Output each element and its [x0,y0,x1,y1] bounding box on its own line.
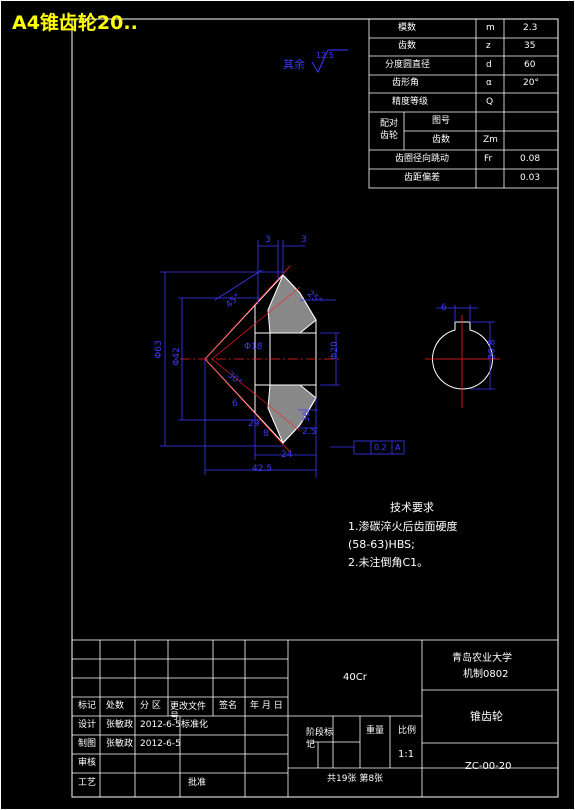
design-label: 设计 [78,720,97,730]
roughness-label: 其余 [283,58,305,71]
dimension-lines [160,240,340,478]
dim-label: Φ42 [171,347,182,366]
dim-label: 20.8 [487,339,498,360]
dim-label: 8 [263,429,269,439]
school-name: 青岛农业大学 [452,653,512,664]
param-sym: z [486,41,491,51]
side-view [425,305,500,408]
param-sym: Zm [483,135,498,145]
param-sym: Fr [484,154,493,164]
param-sym: Q [486,97,494,107]
rev-header: 分 区 [140,701,161,711]
runout-value: 0.2 [374,443,387,452]
rev-header: 年 月 日 [250,701,283,711]
dim-label: Φ18 [244,342,263,352]
material: 40Cr [343,672,367,683]
tech-line: 2.未注倒角C1。 [348,556,429,569]
param-val: 35 [524,41,536,51]
approve-label: 批准 [188,778,207,788]
tech-line: 1.渗碳淬火后齿面硬度 [348,520,458,533]
param-name: 齿距偏差 [404,173,441,183]
param-sym: α [486,78,492,88]
part-name: 锥齿轮 [470,710,503,723]
param-val: 2.3 [523,23,538,33]
dim-label: 6 [232,399,238,409]
dim-label: Φ20 [329,341,340,360]
sheet-count: 共19张 第8张 [327,774,384,784]
rev-header: 更改文件号 [170,702,207,722]
param-val: 0.08 [520,154,541,164]
drawer-name: 张敏政 [106,739,134,749]
drawing-title: A4锥齿轮20.. [12,12,138,34]
param-name: 齿形角 [392,78,420,88]
standardization-label: 标准化 [181,720,209,730]
class-name: 机制0802 [463,669,509,680]
draw-label: 制图 [78,739,97,749]
param-name: 齿圈径向跳动 [395,154,450,164]
pitch-cone-line-2 [204,358,291,453]
keyway-profile [432,321,493,390]
scale-label: 比例 [398,726,417,736]
designer-name: 张敏政 [106,720,134,730]
scale-value: 1:1 [398,749,415,760]
tech-line: (58-63)HBS; [348,538,415,551]
dim-label: 2.5 [302,427,317,437]
rev-header: 签名 [219,701,238,711]
datum-label: A [395,443,401,452]
param-val: 0.03 [520,173,541,183]
roughness-symbol [311,49,348,74]
rev-header: 处数 [106,701,125,711]
dim-label: 3 [265,235,271,245]
draw-date: 2012-6-5 [140,739,181,749]
pairing-label: 配对齿轮 [380,119,399,141]
stage-label: 阶段标记 [306,728,334,750]
design-date: 2012-6-5 [140,720,181,730]
title-block [71,639,559,798]
dim-label: 29 [248,419,260,429]
process-label: 工艺 [78,778,97,788]
param-sym: m [486,23,495,33]
drawing-number: ZC-00-20 [465,761,512,772]
param-name: 模数 [398,23,417,33]
param-val: 60 [524,60,536,70]
param-val: 20° [523,78,539,88]
dim-label: 3 [301,235,307,245]
gear-section-view [180,265,340,453]
weight-label: 重量 [366,726,385,736]
dim-label: 6 [441,303,447,313]
dim-label: 36 [302,410,313,423]
param-name: 精度等级 [392,97,429,107]
dim-label: 24 [281,450,293,460]
param-sym: d [486,60,492,70]
rev-header: 标记 [78,701,97,711]
roughness-value: 12.5 [316,51,334,60]
review-label: 审核 [78,758,97,768]
tech-heading: 技术要求 [390,501,434,514]
dim-label: 42.5 [252,464,273,474]
param-name: 齿数 [432,135,451,145]
param-name: 齿数 [398,41,417,51]
parameter-table [368,18,559,189]
param-name: 分度圆直径 [385,60,431,70]
runout-frame [330,440,405,455]
dim-label: Φ63 [153,340,164,359]
pitch-cone-line-1 [204,265,291,360]
param-name: 图号 [432,116,451,126]
